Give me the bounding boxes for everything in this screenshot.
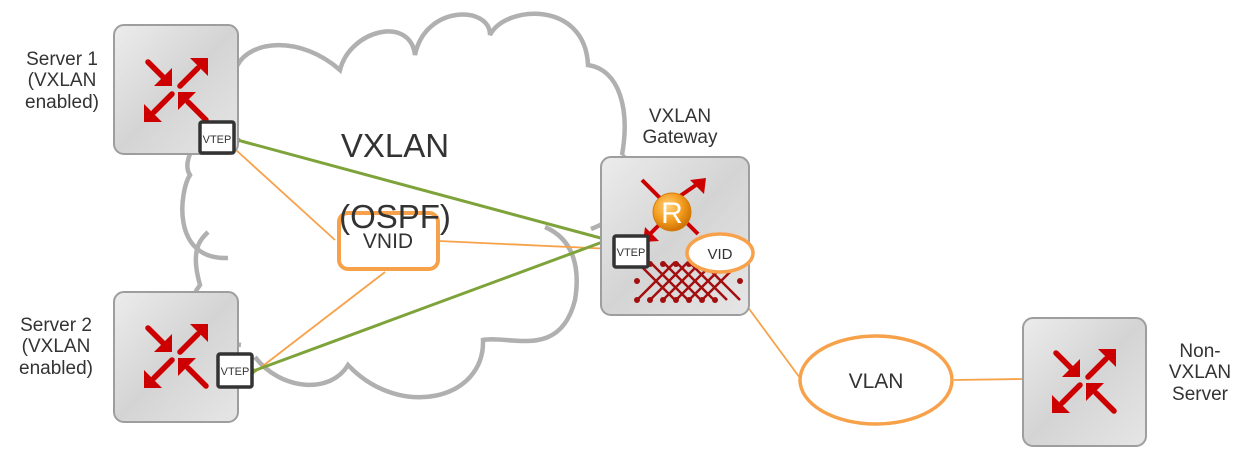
non-vxlan-server-device[interactable] bbox=[1022, 317, 1147, 447]
mesh-node bbox=[634, 278, 640, 284]
mesh-node bbox=[660, 261, 666, 267]
vid-tag[interactable]: VID bbox=[685, 232, 755, 274]
mesh-node bbox=[673, 261, 679, 267]
mesh-node bbox=[699, 297, 705, 303]
server2-device[interactable]: VTEP bbox=[113, 291, 254, 423]
cloud-title: VXLAN (OSPF) bbox=[300, 92, 490, 235]
vnid-tag[interactable]: VNID bbox=[337, 211, 440, 271]
gateway-vtep-label: VTEP bbox=[617, 247, 646, 259]
tunnel-gateway-server2 bbox=[256, 238, 609, 370]
mesh-node bbox=[634, 297, 640, 303]
vlan-tag[interactable]: VLAN bbox=[798, 334, 954, 426]
vlan-label: VLAN bbox=[849, 370, 904, 393]
link-vlan-nonvxlan bbox=[953, 378, 1023, 381]
server2-vtep-label: VTEP bbox=[221, 366, 250, 378]
server2-vtep[interactable] bbox=[216, 352, 254, 389]
link-vnid-server1 bbox=[235, 149, 336, 241]
server1-vtep[interactable] bbox=[198, 120, 236, 155]
mesh-node bbox=[686, 297, 692, 303]
non-vxlan-server-label: Non- VXLAN Server bbox=[1168, 341, 1232, 405]
gateway-vtep[interactable] bbox=[612, 234, 650, 269]
router-badge-label: R bbox=[661, 197, 683, 230]
router-badge-icon bbox=[652, 192, 692, 232]
mesh-node bbox=[673, 297, 679, 303]
mesh-node bbox=[737, 278, 743, 284]
server1-vtep-label: VTEP bbox=[203, 134, 232, 146]
server1-label: Server 1 (VXLAN enabled) bbox=[25, 49, 99, 113]
mesh-node bbox=[712, 297, 718, 303]
mesh-node bbox=[647, 297, 653, 303]
tunnel-gateway-server1 bbox=[241, 141, 609, 242]
gateway-label: VXLAN Gateway bbox=[642, 106, 718, 149]
cloud-title-line2: (OSPF) bbox=[339, 197, 451, 235]
gateway-device[interactable]: R VTEP bbox=[600, 156, 750, 316]
server1-device[interactable]: VTEP bbox=[113, 24, 239, 155]
mesh-node bbox=[660, 297, 666, 303]
vid-label: VID bbox=[707, 246, 732, 263]
link-vnid-server2 bbox=[254, 271, 386, 373]
cloud-title-line1: VXLAN bbox=[340, 126, 450, 164]
server2-label: Server 2 (VXLAN enabled) bbox=[19, 315, 93, 379]
vnid-label: VNID bbox=[363, 230, 413, 253]
